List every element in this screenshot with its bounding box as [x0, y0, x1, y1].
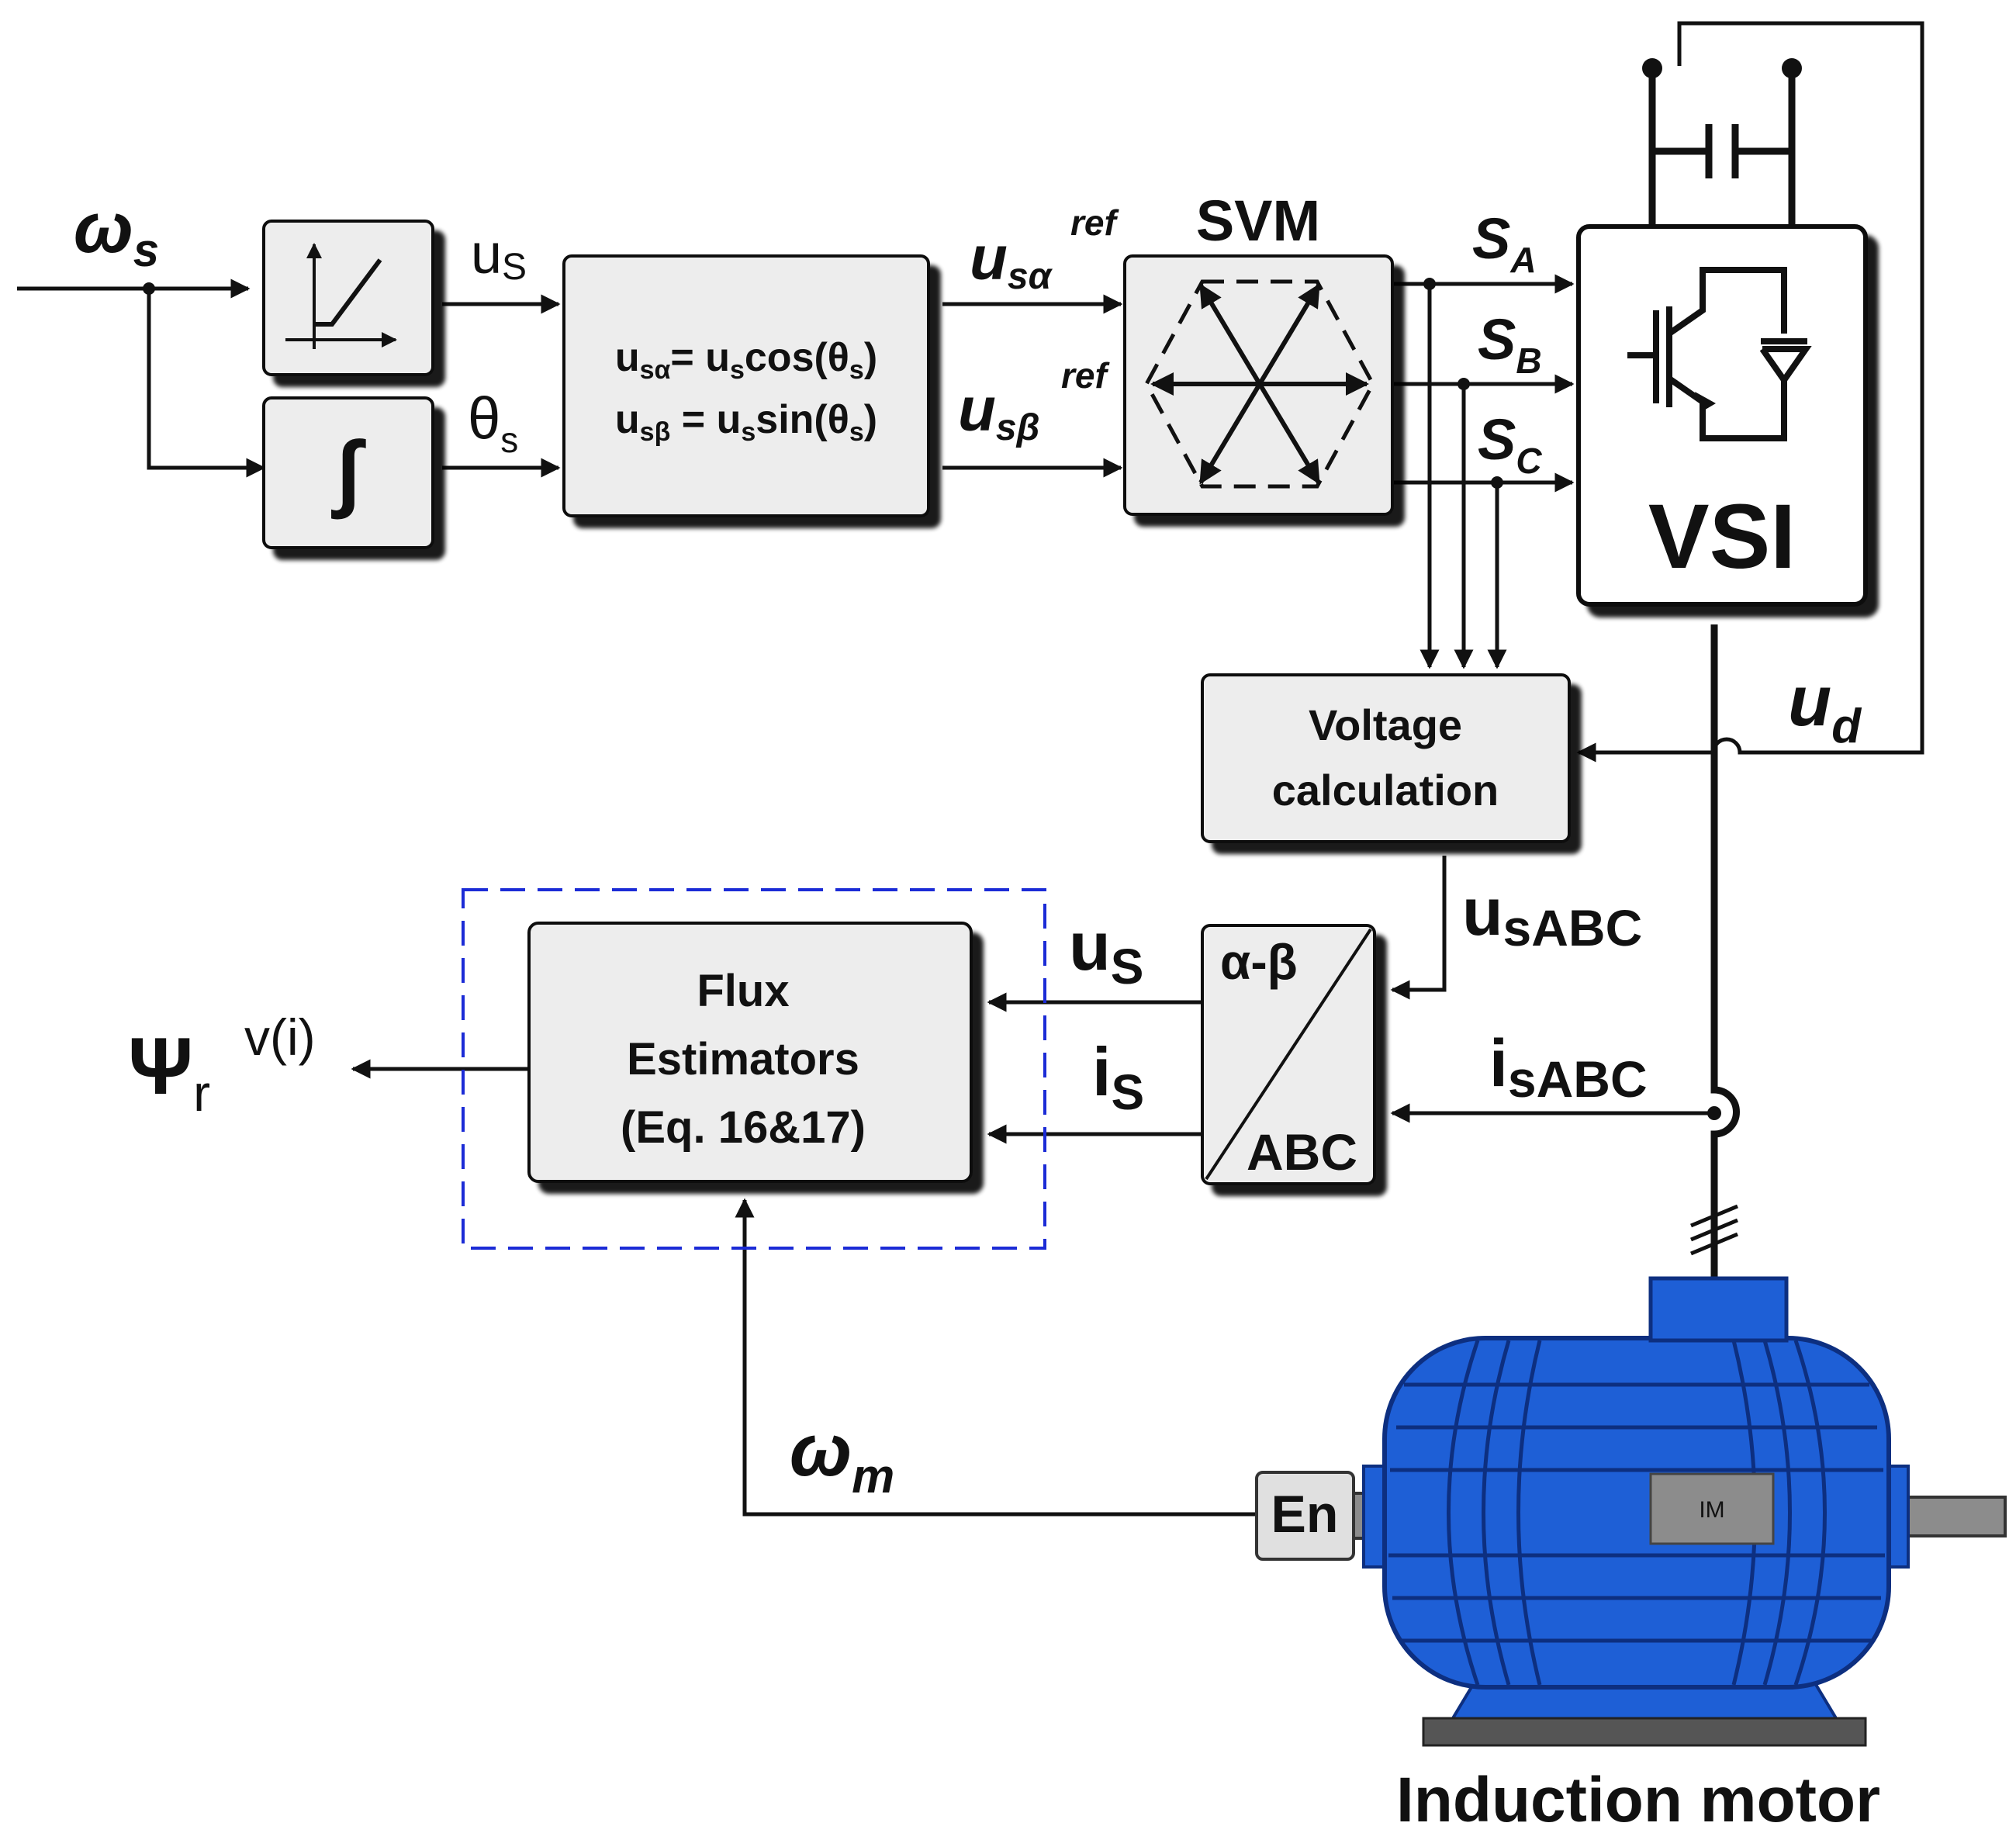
- alpha-beta-label: α-β: [1220, 934, 1298, 990]
- signal-wires: [17, 21, 1924, 1517]
- transform-eq-alpha: usα= uscos(θs): [615, 335, 877, 385]
- label-isabc: isABC: [1489, 1026, 1648, 1108]
- label-us-top: uS: [471, 223, 527, 288]
- label-is-flux: iS: [1092, 1033, 1144, 1120]
- label-usalpha-ref-sup: ref: [1070, 202, 1119, 243]
- polar-to-cartesian-block: usα= uscos(θs) usβ = ussin(θs): [562, 254, 930, 517]
- junction-dot: [143, 282, 155, 295]
- transform-eq-beta: usβ = ussin(θs): [615, 397, 877, 447]
- svm-hexagon-icon: [1144, 279, 1375, 489]
- label-sa: SA: [1472, 206, 1537, 280]
- junction-dot: [1423, 278, 1436, 290]
- voltage-calc-line-1: Voltage: [1309, 700, 1462, 749]
- integrator-block: ∫: [262, 396, 434, 549]
- flux-estimators-block: Flux Estimators (Eq. 16&17): [527, 922, 973, 1183]
- phase-tick: [1690, 1218, 1738, 1242]
- motor-terminal-box: [1648, 1276, 1789, 1343]
- wire-omega-m: [735, 1198, 1257, 1517]
- label-sc: SC: [1478, 407, 1542, 481]
- phase-tick: [1690, 1204, 1738, 1228]
- voltage-calc-line-2: calculation: [1272, 766, 1499, 815]
- flux-line-2: Estimators: [627, 1034, 859, 1084]
- encoder-block: [1255, 1471, 1355, 1561]
- label-sb: SB: [1478, 307, 1542, 381]
- three-phase-bus: [1710, 624, 1740, 1278]
- flux-line-3: (Eq. 16&17): [621, 1102, 866, 1153]
- igbt-icon: [1627, 267, 1812, 441]
- voltage-calculation-block: Voltage calculation: [1201, 673, 1571, 843]
- label-omega-m: ωm: [790, 1409, 894, 1503]
- svm-vectors-icon: [1150, 283, 1369, 485]
- label-usbeta-ref: usβ: [958, 375, 1039, 448]
- junction-dot: [1491, 476, 1503, 489]
- motor-shaft: [1899, 1496, 2007, 1537]
- label-psi-r-sup: v(i): [244, 1008, 316, 1066]
- transform-diagonal: [1205, 928, 1372, 1181]
- igbt-arrow-icon: [1695, 392, 1716, 411]
- junction-dot: [1458, 378, 1470, 390]
- flux-line-1: Flux: [697, 966, 789, 1016]
- vsi-title: VSI: [1648, 486, 1796, 588]
- vsi-block: VSI: [1576, 224, 1868, 607]
- phase-tick: [1690, 1232, 1738, 1256]
- label-usalpha-ref: usα: [970, 223, 1053, 297]
- motor-caption: Induction motor: [1396, 1765, 1880, 1835]
- motor-supply-bus: [1690, 624, 1740, 1278]
- label-theta-s: θs: [468, 386, 518, 460]
- dc-link-capacitor: [1642, 58, 1802, 225]
- label-us-flux: uS: [1069, 908, 1143, 994]
- label-ud: ud: [1788, 662, 1862, 753]
- flux-estimator-dashed-boundary: [462, 888, 1046, 1250]
- motor-nameplate: [1649, 1472, 1775, 1545]
- vf-curve-icon: [314, 258, 382, 327]
- abc-label: ABC: [1247, 1123, 1357, 1181]
- motor-nameplate-text: IM: [1699, 1497, 1724, 1523]
- label-psi-r: Ψr: [128, 1022, 210, 1122]
- current-sensor-dot: [1707, 1106, 1721, 1120]
- wire-usabc: [1390, 856, 1447, 1000]
- motor-housing: [1382, 1336, 1891, 1690]
- motor-cooling-fins: [1388, 1340, 1885, 1686]
- abc-to-alphabeta-block: α-β ABC: [1201, 924, 1376, 1185]
- encoder-label: En: [1271, 1485, 1339, 1544]
- svm-title: SVM: [1196, 189, 1320, 253]
- wire-omega-s-to-integrator: [147, 289, 266, 478]
- induction-motor: IM En Induction motor: [1255, 1276, 2007, 1835]
- vf-characteristic-block: [262, 220, 434, 376]
- label-usabc: usABC: [1462, 875, 1642, 956]
- label-omega-s: ωs: [74, 189, 159, 276]
- label-usbeta-ref-sup: ref: [1061, 355, 1110, 396]
- motor-base-plate: [1422, 1717, 1867, 1747]
- svm-block: SVM: [1123, 189, 1394, 516]
